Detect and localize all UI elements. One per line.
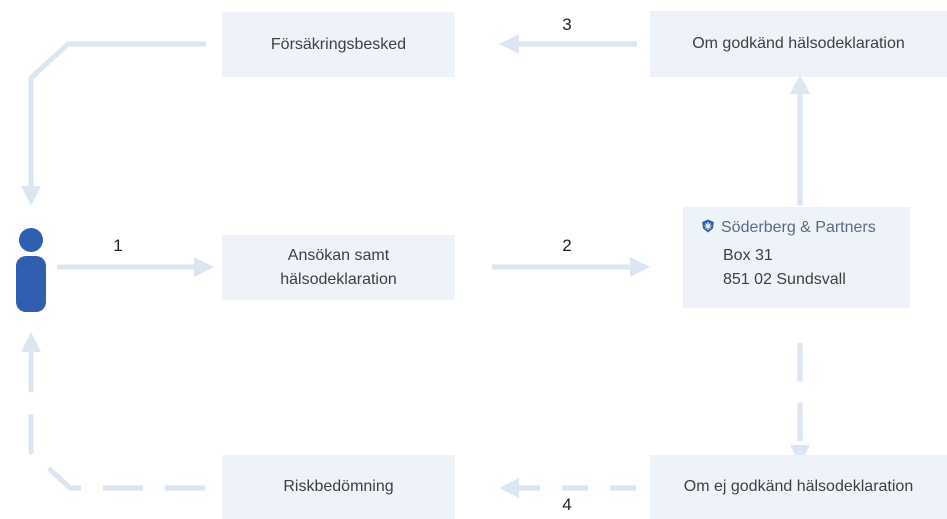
company-name: Söderberg & Partners <box>721 219 876 236</box>
risk-assessment-label: Riskbedömning <box>283 478 394 495</box>
arrow-1-head <box>194 257 214 277</box>
arrow-2-head <box>630 257 650 277</box>
step-number-1: 1 <box>113 236 123 255</box>
application-label-line2: hälsodeklaration <box>280 270 397 288</box>
risk-assessment-box: Riskbedömning <box>222 455 455 519</box>
insurance-notice-label: Försäkringsbesked <box>270 35 407 53</box>
step-number-3: 3 <box>562 15 572 34</box>
not-approved-label: Om ej godkänd hälsodeklaration <box>683 478 914 495</box>
return-arrow-line <box>28 41 206 190</box>
application-label-line1: Ansökan samt <box>287 246 390 264</box>
arrow-up-head <box>790 75 810 94</box>
arrow-3-head <box>499 34 519 54</box>
application-box: Ansökan samt hälsodeklaration <box>222 235 455 300</box>
step-number-4: 4 <box>562 495 572 514</box>
arrow-4-head <box>499 478 519 498</box>
address-line-2: 851 02 Sundsvall <box>723 271 846 288</box>
approved-label: Om godkänd hälsodeklaration <box>692 35 905 52</box>
company-name-row: Söderberg & Partners <box>701 216 876 240</box>
risk-return-dashed-line <box>28 350 205 491</box>
insurance-notice-box: Försäkringsbesked <box>222 12 455 77</box>
company-address-box: Söderberg & Partners Box 31 851 02 Sunds… <box>683 207 910 308</box>
company-logo-icon <box>702 219 714 233</box>
return-arrowhead <box>21 186 41 206</box>
person-icon <box>16 228 46 312</box>
address-line-1: Box 31 <box>723 247 773 264</box>
not-approved-box: Om ej godkänd hälsodeklaration <box>650 455 947 519</box>
step-number-2: 2 <box>562 236 572 255</box>
approved-box: Om godkänd hälsodeklaration <box>650 11 947 77</box>
risk-return-head <box>21 332 41 352</box>
